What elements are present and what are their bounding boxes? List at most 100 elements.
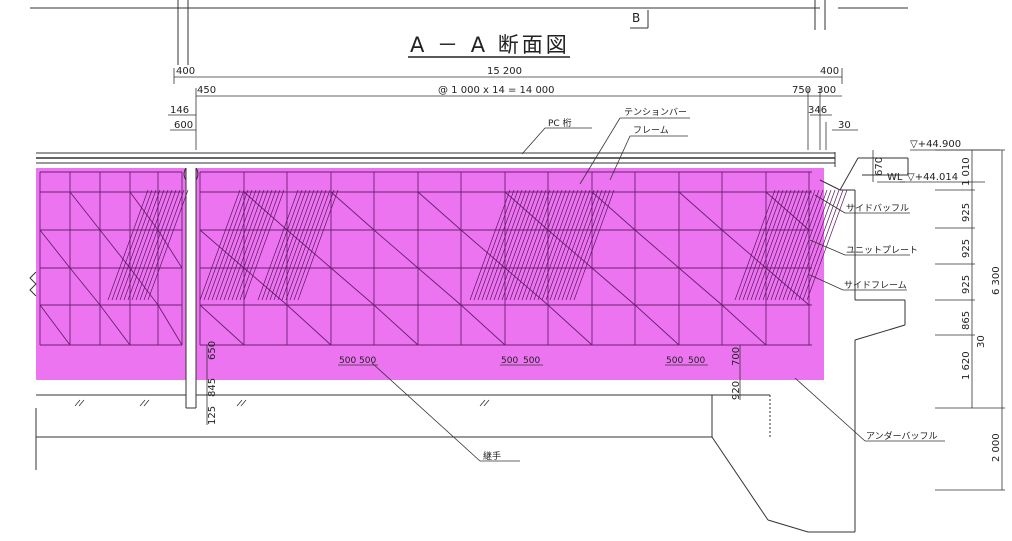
baffle-hatch [517,189,559,301]
baffle-hatch [754,189,796,301]
frame-brace [460,304,506,346]
baffle-hatch [265,189,307,301]
hatched-baffles [107,189,848,301]
frame-brace [417,191,462,231]
frame-brace [678,267,723,306]
frame-brace [417,267,462,306]
dim-400-left: 400 [176,66,195,77]
dim-15200: 15 200 [487,66,522,77]
baffle-hatch [533,189,575,301]
label-side-baffle: サイドバッフル [846,203,909,214]
baffle-hatch [469,189,511,301]
frame-brace [69,267,101,306]
baffle-hatch [127,189,169,301]
baffle-hatch [281,189,323,301]
baffle-hatch [738,189,780,301]
baffle-hatch [529,189,571,301]
baffle-hatch [123,189,165,301]
pc-beam-deck [36,152,836,167]
frame-brace [39,229,71,269]
leader-lines [371,117,945,462]
baffle-hatch [762,189,804,301]
frame-brace [721,229,767,269]
baffle-hatch [223,189,265,301]
elev-wl: ▽+44.014 [907,172,958,183]
channel-bed [35,157,909,533]
dim-500-1b: 500 [359,356,376,366]
top-dimension-lines [168,68,858,150]
frame-brace [373,304,419,346]
frame-brace [286,304,332,346]
baffle-hatch [798,189,840,301]
baffle-hatch [786,189,828,301]
frame-brace [721,304,767,346]
baffle-hatch [107,189,149,301]
frame-brace [504,267,549,306]
baffle-hatch [509,189,551,301]
baffle-hatch [243,189,285,301]
baffle-hatch [203,189,245,301]
frame-brace [678,191,723,231]
dim-750: 750 [792,85,811,96]
baffle-hatch [521,189,563,301]
label-side-frame: サイドフレーム [844,280,907,291]
label-pc-beam: PC 桁 [548,117,572,129]
highlight-regions [36,168,824,380]
dim-500-3a: 500 [666,356,683,366]
baffle-hatch [497,189,539,301]
baffle-hatch [297,189,339,301]
dim-400-right: 400 [820,66,839,77]
vdim-2000: 2 000 [991,433,1002,462]
baffle-hatch [505,189,547,301]
break-line [29,271,37,297]
frame-brace [243,267,288,306]
baffle-hatch [135,189,177,301]
dim-346: 346 [808,105,827,116]
baffle-hatch [489,189,531,301]
frame-brace [765,267,810,306]
baffle-hatch [569,189,611,301]
dim-125: 125 [207,406,218,425]
frame-brace [373,229,419,269]
dim-700: 700 [731,347,742,366]
frame-brace [243,191,288,231]
baffle-hatch [565,189,607,301]
frame-brace [39,304,71,346]
baffle-hatch [485,189,527,301]
baffle-hatch [269,189,311,301]
dim-650: 650 [207,341,218,360]
baffle-hatch [131,189,173,301]
frame-brace [157,304,183,346]
label-under-baffle: アンダーバッフル [866,430,938,442]
baffle-hatch [219,189,261,301]
dim-450: 450 [197,85,216,96]
baffle-hatch [143,189,185,301]
frame-brace [69,191,101,231]
baffle-hatch [239,189,281,301]
frame-brace [199,304,245,346]
baffle-hatch [235,189,277,301]
baffle-hatch [293,189,335,301]
top-structure [30,0,908,65]
baffle-hatch [289,189,331,301]
baffle-hatch [794,189,836,301]
baffle-hatch [545,189,587,301]
frame-brace [286,229,332,269]
baffle-hatch [774,189,816,301]
baffle-hatch [758,189,800,301]
baffle-hatch [573,189,615,301]
elev-top: ▽+44.900 [910,139,961,150]
baffle-hatch [261,189,303,301]
baffle-hatch [541,189,583,301]
baffle-hatch [277,189,319,301]
dim-600: 600 [174,120,193,131]
dim-920: 920 [731,381,742,400]
baffle-hatch [501,189,543,301]
baffle-hatch [742,189,784,301]
dim-500-3b: 500 [688,356,705,366]
baffle-hatch [257,189,299,301]
baffle-hatch [147,189,189,301]
frame-brace [591,267,636,306]
